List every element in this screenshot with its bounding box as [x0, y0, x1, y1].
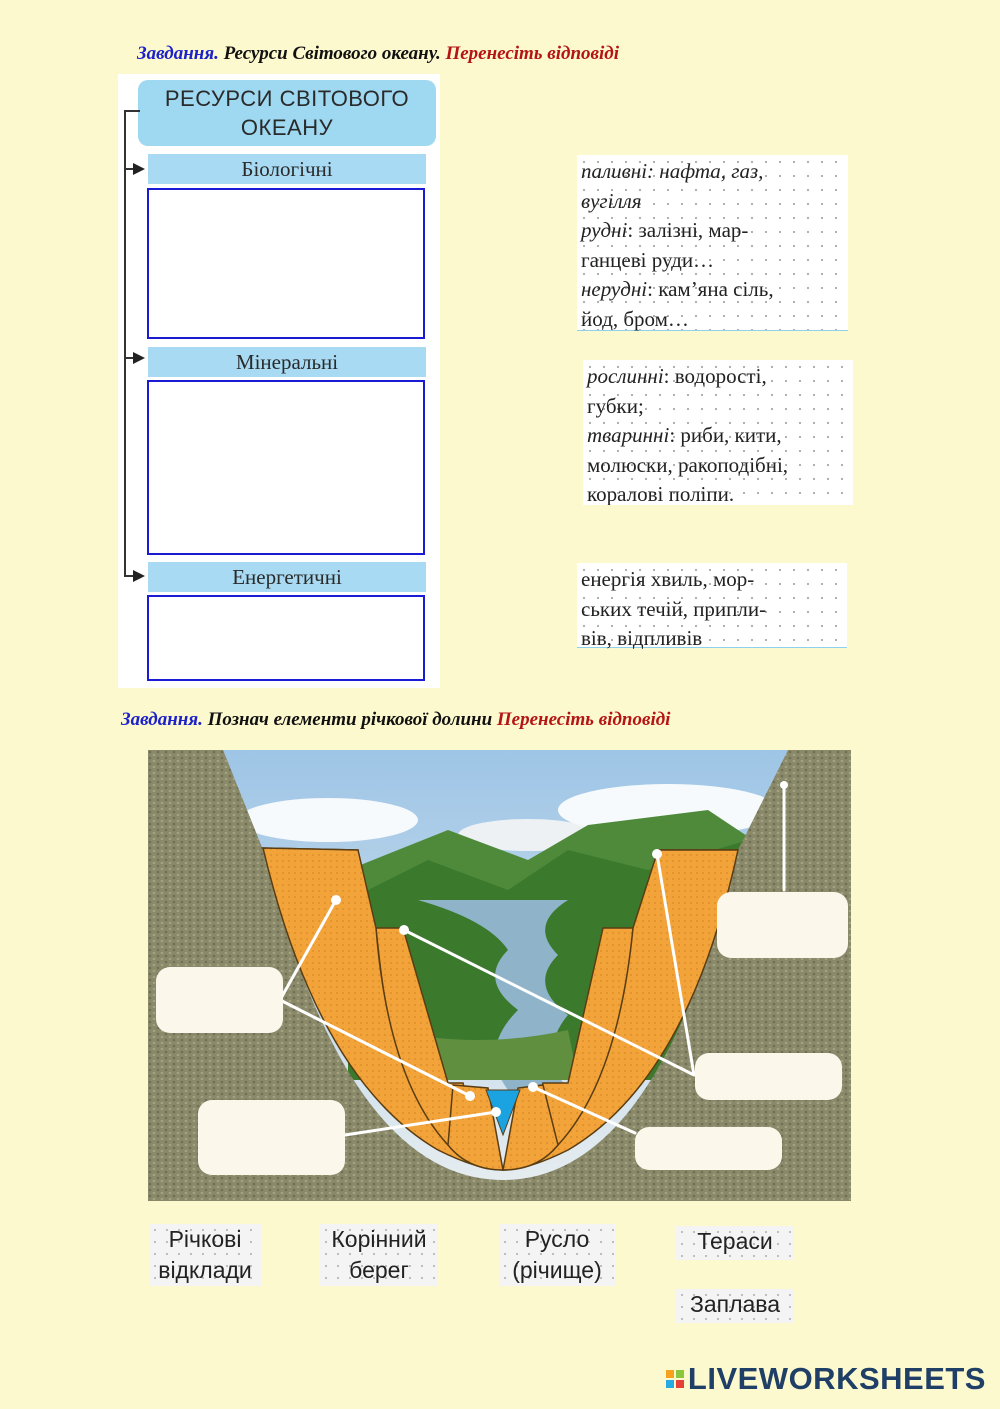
liveworksheets-logo: LIVEWORKSHEETS: [666, 1361, 986, 1397]
liveworksheets-logo-icon: [666, 1370, 684, 1388]
liveworksheets-logo-text: LIVEWORKSHEETS: [688, 1361, 986, 1397]
task1-instruction: Перенесіть відповіді: [445, 43, 619, 64]
arrow-icon: [133, 163, 145, 175]
task2-instruction: Перенесіть відповіді: [497, 709, 671, 730]
category-energy: Енергетичні: [148, 562, 426, 592]
valley-label-slot-2[interactable]: [198, 1100, 345, 1175]
term-text: Тераси: [676, 1226, 794, 1257]
card-text: рудні: [581, 218, 627, 242]
task1-label: Завдання.: [137, 43, 219, 64]
term-text: Річкові: [149, 1224, 261, 1255]
card-text: : кам’яна сіль,: [647, 277, 774, 301]
task1-text: Ресурси Світового океану.: [224, 43, 441, 64]
drop-box-mineral[interactable]: [147, 380, 425, 555]
term-text: Заплава: [676, 1289, 794, 1320]
card-text: : залізні, мар-: [627, 218, 748, 242]
category-mineral: Мінеральні: [148, 347, 426, 377]
drop-box-biological[interactable]: [147, 188, 425, 339]
term-text: (річище): [499, 1255, 615, 1286]
card-text: нерудні: [581, 277, 647, 301]
task2-label: Завдання.: [121, 709, 203, 730]
answer-card-energy[interactable]: енергія хвиль, мор- ських течій, припли-…: [577, 563, 847, 648]
term-text: Корінний: [320, 1224, 438, 1255]
term-channel[interactable]: Русло (річище): [499, 1224, 615, 1286]
card-text: тваринні: [587, 423, 669, 447]
card-text: : водорості,: [664, 364, 767, 388]
task2-text: Познач елементи річкової долини: [208, 709, 493, 730]
card-text: нафта, газ,: [654, 159, 763, 183]
card-text: енергія хвиль, мор-: [581, 565, 843, 595]
card-text: паливні:: [581, 159, 654, 183]
term-text: Русло: [499, 1224, 615, 1255]
term-floodplain[interactable]: Заплава: [676, 1289, 794, 1323]
term-text: відклади: [149, 1255, 261, 1286]
valley-label-slot-4[interactable]: [695, 1053, 842, 1100]
card-text: вів, відпливів: [581, 624, 843, 654]
scheme-bracket: [124, 110, 126, 576]
task2-title: Завдання. Познач елементи річкової долин…: [121, 709, 670, 731]
card-text: ських течій, припли-: [581, 595, 843, 625]
valley-label-slot-5[interactable]: [635, 1127, 782, 1170]
card-text: вугілля: [581, 189, 642, 213]
term-river-deposits[interactable]: Річкові відклади: [149, 1224, 261, 1286]
term-bedrock-bank[interactable]: Корінний берег: [320, 1224, 438, 1286]
valley-label-slot-3[interactable]: [717, 892, 848, 958]
card-text: рослинні: [587, 364, 664, 388]
scheme-title: РЕСУРСИ СВІТОВОГО ОКЕАНУ: [138, 80, 436, 146]
scheme-title-line1: РЕСУРСИ СВІТОВОГО: [138, 84, 436, 113]
drop-box-energy[interactable]: [147, 595, 425, 681]
term-text: берег: [320, 1255, 438, 1286]
card-text: йод, бром…: [581, 307, 689, 331]
category-biological: Біологічні: [148, 154, 426, 184]
arrow-icon: [133, 570, 145, 582]
task1-title: Завдання. Ресурси Світового океану. Пере…: [137, 43, 619, 65]
scheme-title-line2: ОКЕАНУ: [138, 113, 436, 142]
card-text: ганцеві руди…: [581, 248, 714, 272]
card-text: молюски, ракоподібні,: [587, 453, 788, 477]
arrow-icon: [133, 352, 145, 364]
card-text: : риби, кити,: [669, 423, 781, 447]
scheme-bracket-top: [124, 110, 140, 112]
term-terraces[interactable]: Тераси: [676, 1226, 794, 1260]
answer-card-mineral[interactable]: паливні: нафта, газ, вугілля рудні: залі…: [577, 155, 848, 331]
answer-card-bio[interactable]: рослинні: водорості, губки; тваринні: ри…: [583, 360, 853, 505]
card-text: коралові поліпи.: [587, 482, 734, 505]
card-text: губки;: [587, 394, 644, 418]
valley-label-slot-1[interactable]: [156, 967, 283, 1033]
